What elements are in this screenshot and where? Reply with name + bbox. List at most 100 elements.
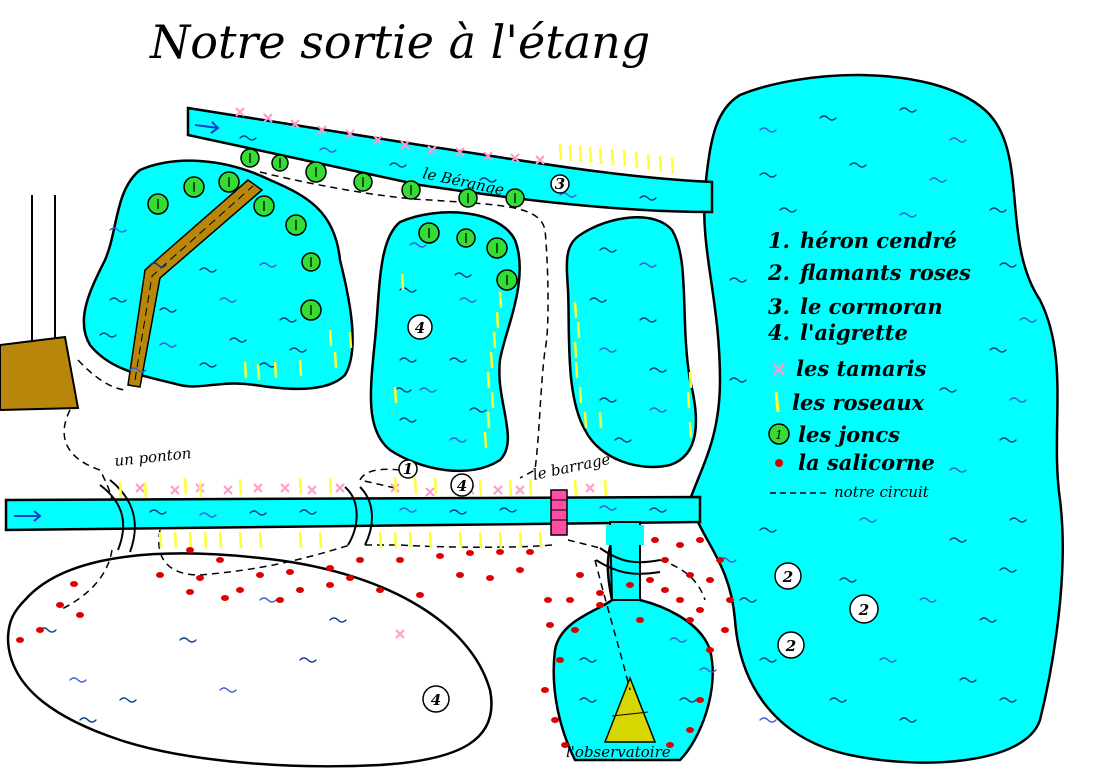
legend-item-salicorne: la salicorne [775, 450, 935, 475]
bridge-2b [359, 486, 373, 546]
wave-mark [259, 362, 277, 368]
boardwalk [127, 179, 264, 388]
wave-mark [679, 697, 697, 703]
salicorne-icon [596, 590, 604, 596]
salicorne-icon [296, 587, 304, 593]
salicorne-icon [436, 553, 444, 559]
pond-middle [369, 211, 521, 473]
tamaris-icon [455, 147, 465, 157]
salicorne-icon [706, 577, 714, 583]
svg-text:les roseaux: les roseaux [792, 390, 925, 415]
wave-mark [759, 527, 777, 533]
roseau-icon [490, 391, 495, 409]
salicorne-icon [686, 572, 694, 578]
roseau-icon [573, 301, 578, 319]
salicorne-icon [626, 582, 634, 588]
wave-mark [949, 137, 967, 143]
roseau-icon [688, 371, 693, 389]
wave-mark [479, 177, 497, 183]
legend-item-heron: 1. héron cendré [768, 228, 957, 253]
bird-marker-flamant: 2 [774, 562, 802, 590]
wave-mark [939, 387, 957, 393]
salicorne-icon [541, 687, 549, 693]
roseau-icon [658, 155, 663, 173]
pond-left [82, 159, 354, 391]
roseau-icon [478, 479, 483, 497]
legend-item-tamaris: × les tamaris [770, 356, 927, 381]
wave-mark [239, 135, 257, 141]
tamaris-icon [483, 151, 493, 161]
tamaris-icon [253, 483, 263, 493]
salicorne-icon [571, 627, 579, 633]
wave-mark [149, 262, 167, 268]
svg-text:4: 4 [431, 691, 441, 709]
salicorne-icon [556, 657, 564, 663]
boardwalk-path [134, 185, 254, 381]
bird-marker-flamant: 2 [777, 631, 805, 659]
salicorne-icon [686, 617, 694, 623]
wave-mark [399, 357, 417, 363]
salicorne-icon [661, 557, 669, 563]
salicorne-icon [156, 572, 164, 578]
observatory-line [611, 711, 649, 717]
bridge-ponton-2 [109, 479, 136, 553]
roseau-icon [318, 531, 323, 549]
roseau-icon [489, 351, 494, 369]
wave-mark [599, 247, 617, 253]
bird-marker-aigrette: 4 [422, 685, 450, 713]
wave-mark [919, 597, 937, 603]
wave-mark [249, 510, 267, 516]
salicorne-icon [416, 592, 424, 598]
tamaris-icon [515, 485, 525, 495]
salicorne-icon [516, 567, 524, 573]
tamaris-icon [335, 483, 345, 493]
tamaris-icon [235, 107, 245, 117]
salicorne-icon [196, 575, 204, 581]
tamaris-icon [400, 140, 410, 150]
wave-mark [999, 697, 1017, 703]
svg-text:2: 2 [858, 601, 869, 619]
wave-mark [394, 387, 412, 393]
svg-text:4: 4 [457, 477, 467, 495]
wave-mark [999, 567, 1017, 573]
svg-text:notre circuit: notre circuit [834, 483, 930, 501]
salicorne-icon [70, 581, 78, 587]
salicorne-icon [186, 589, 194, 595]
wave-mark [179, 637, 197, 643]
roseau-icon [686, 391, 691, 409]
legend-item-flamants: 2. flamants roses [767, 260, 971, 285]
bird-marker-cormoran: 3 [550, 174, 570, 194]
tamaris-icon [263, 113, 273, 123]
legend-item-circuit: notre circuit [770, 483, 930, 501]
roseau-icon [218, 531, 223, 549]
roseau-icon [118, 481, 123, 499]
roseau-icon [603, 479, 608, 497]
roseau-icon [238, 478, 243, 496]
tamaris-icon [223, 485, 233, 495]
salicorne-markers [16, 537, 734, 748]
roseau-icon [583, 411, 588, 429]
roseau-icon [495, 311, 500, 329]
legend-item-cormoran: 3. le cormoran [768, 294, 943, 319]
wave-mark [579, 697, 597, 703]
roseau-icon [774, 391, 780, 413]
tamaris-icon [170, 485, 180, 495]
roseau-icon [173, 531, 178, 549]
salicorne-icon [546, 622, 554, 628]
roseau-icon [298, 477, 303, 495]
roseau-icon [588, 146, 593, 164]
salicorne-icon [661, 587, 669, 593]
wave-mark [159, 307, 177, 313]
salicorne-icon [76, 612, 84, 618]
wave-mark [459, 297, 477, 303]
salicorne-icon [286, 569, 294, 575]
roseau-icon [273, 361, 278, 379]
wave-mark [859, 517, 877, 523]
wave-mark [579, 657, 597, 663]
wave-mark [409, 242, 427, 248]
wave-mark [819, 115, 837, 121]
roseau-icon [578, 145, 583, 163]
wave-mark [989, 207, 1007, 213]
roseau-icon [408, 531, 413, 549]
label-barrage: le barrage [531, 450, 612, 484]
